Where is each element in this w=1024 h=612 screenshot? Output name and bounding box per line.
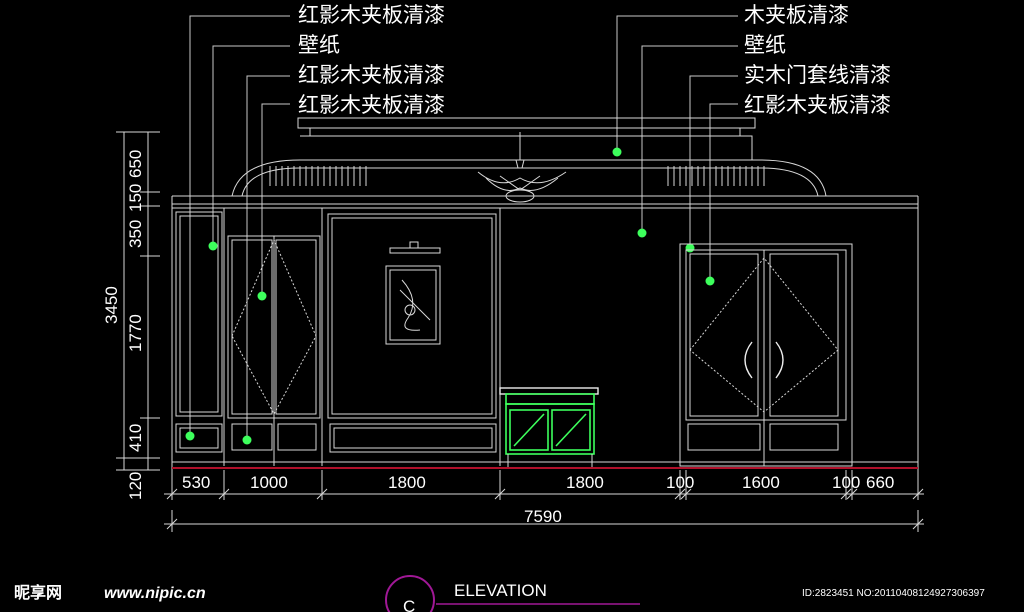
label-right-1: 木夹板清漆 [744,3,849,27]
dim-h-1000: 1000 [250,473,288,492]
leader-markers [185,147,715,445]
ceiling-grille-right [667,166,765,186]
label-left-4: 红影木夹板清漆 [298,93,445,117]
label-left-2: 壁纸 [298,33,340,57]
ceiling-grille-left [269,166,367,186]
view-marker-circle [385,575,435,612]
watermark-brand: 昵享网 [14,583,62,602]
right-double-door [679,243,853,467]
wall-lamp [389,241,441,254]
left-wall-panels [175,208,225,466]
console-table [499,387,599,468]
view-mark: C [403,597,415,612]
label-left-3: 红影木夹板清漆 [298,63,445,87]
dim-v-1770: 1770 [126,314,145,352]
dim-h-100a: 100 [666,473,694,492]
watermark-id: ID:2823451 NO:20110408124927306397 [802,588,985,599]
dim-h-1800b: 1800 [566,473,604,492]
dim-v-150: 150 [126,184,145,212]
view-title-block: C ELEVATION [385,575,640,612]
framed-picture [385,265,441,345]
vertical-dimensions: 650 150 350 1770 410 120 3450 [102,131,160,500]
dim-h-530: 530 [182,473,210,492]
dim-h-1600: 1600 [742,473,780,492]
label-right-3: 实木门套线清漆 [744,63,891,87]
label-right-4: 红影木夹板清漆 [744,93,891,117]
right-material-labels: 木夹板清漆 壁纸 实木门套线清漆 红影木夹板清漆 [744,3,891,117]
chandelier [477,132,567,203]
dim-h-100b: 100 [832,473,860,492]
label-right-2: 壁纸 [744,33,786,57]
dim-v-350: 350 [126,220,145,248]
dim-v-3450: 3450 [102,286,121,324]
dim-v-410: 410 [126,424,145,452]
dim-h-1800a: 1800 [388,473,426,492]
center-wall-panel [327,208,501,466]
watermark: 昵享网 www.nipic.cn ID:2823451 NO:201104081… [14,583,985,602]
dim-v-120: 120 [126,472,145,500]
left-double-door [227,208,323,466]
watermark-url: www.nipic.cn [104,585,206,602]
horizontal-dimensions: 530 1000 1800 1800 100 1600 100 660 7590 [164,470,924,532]
ceiling-cornice [171,117,919,470]
dim-h-total: 7590 [524,507,562,526]
dim-v-650: 650 [126,150,145,178]
leader-lines [189,15,738,440]
label-left-1: 红影木夹板清漆 [298,3,445,27]
dim-h-660: 660 [866,473,894,492]
view-title: ELEVATION [454,581,547,600]
left-material-labels: 红影木夹板清漆 壁纸 红影木夹板清漆 红影木夹板清漆 [298,3,445,117]
